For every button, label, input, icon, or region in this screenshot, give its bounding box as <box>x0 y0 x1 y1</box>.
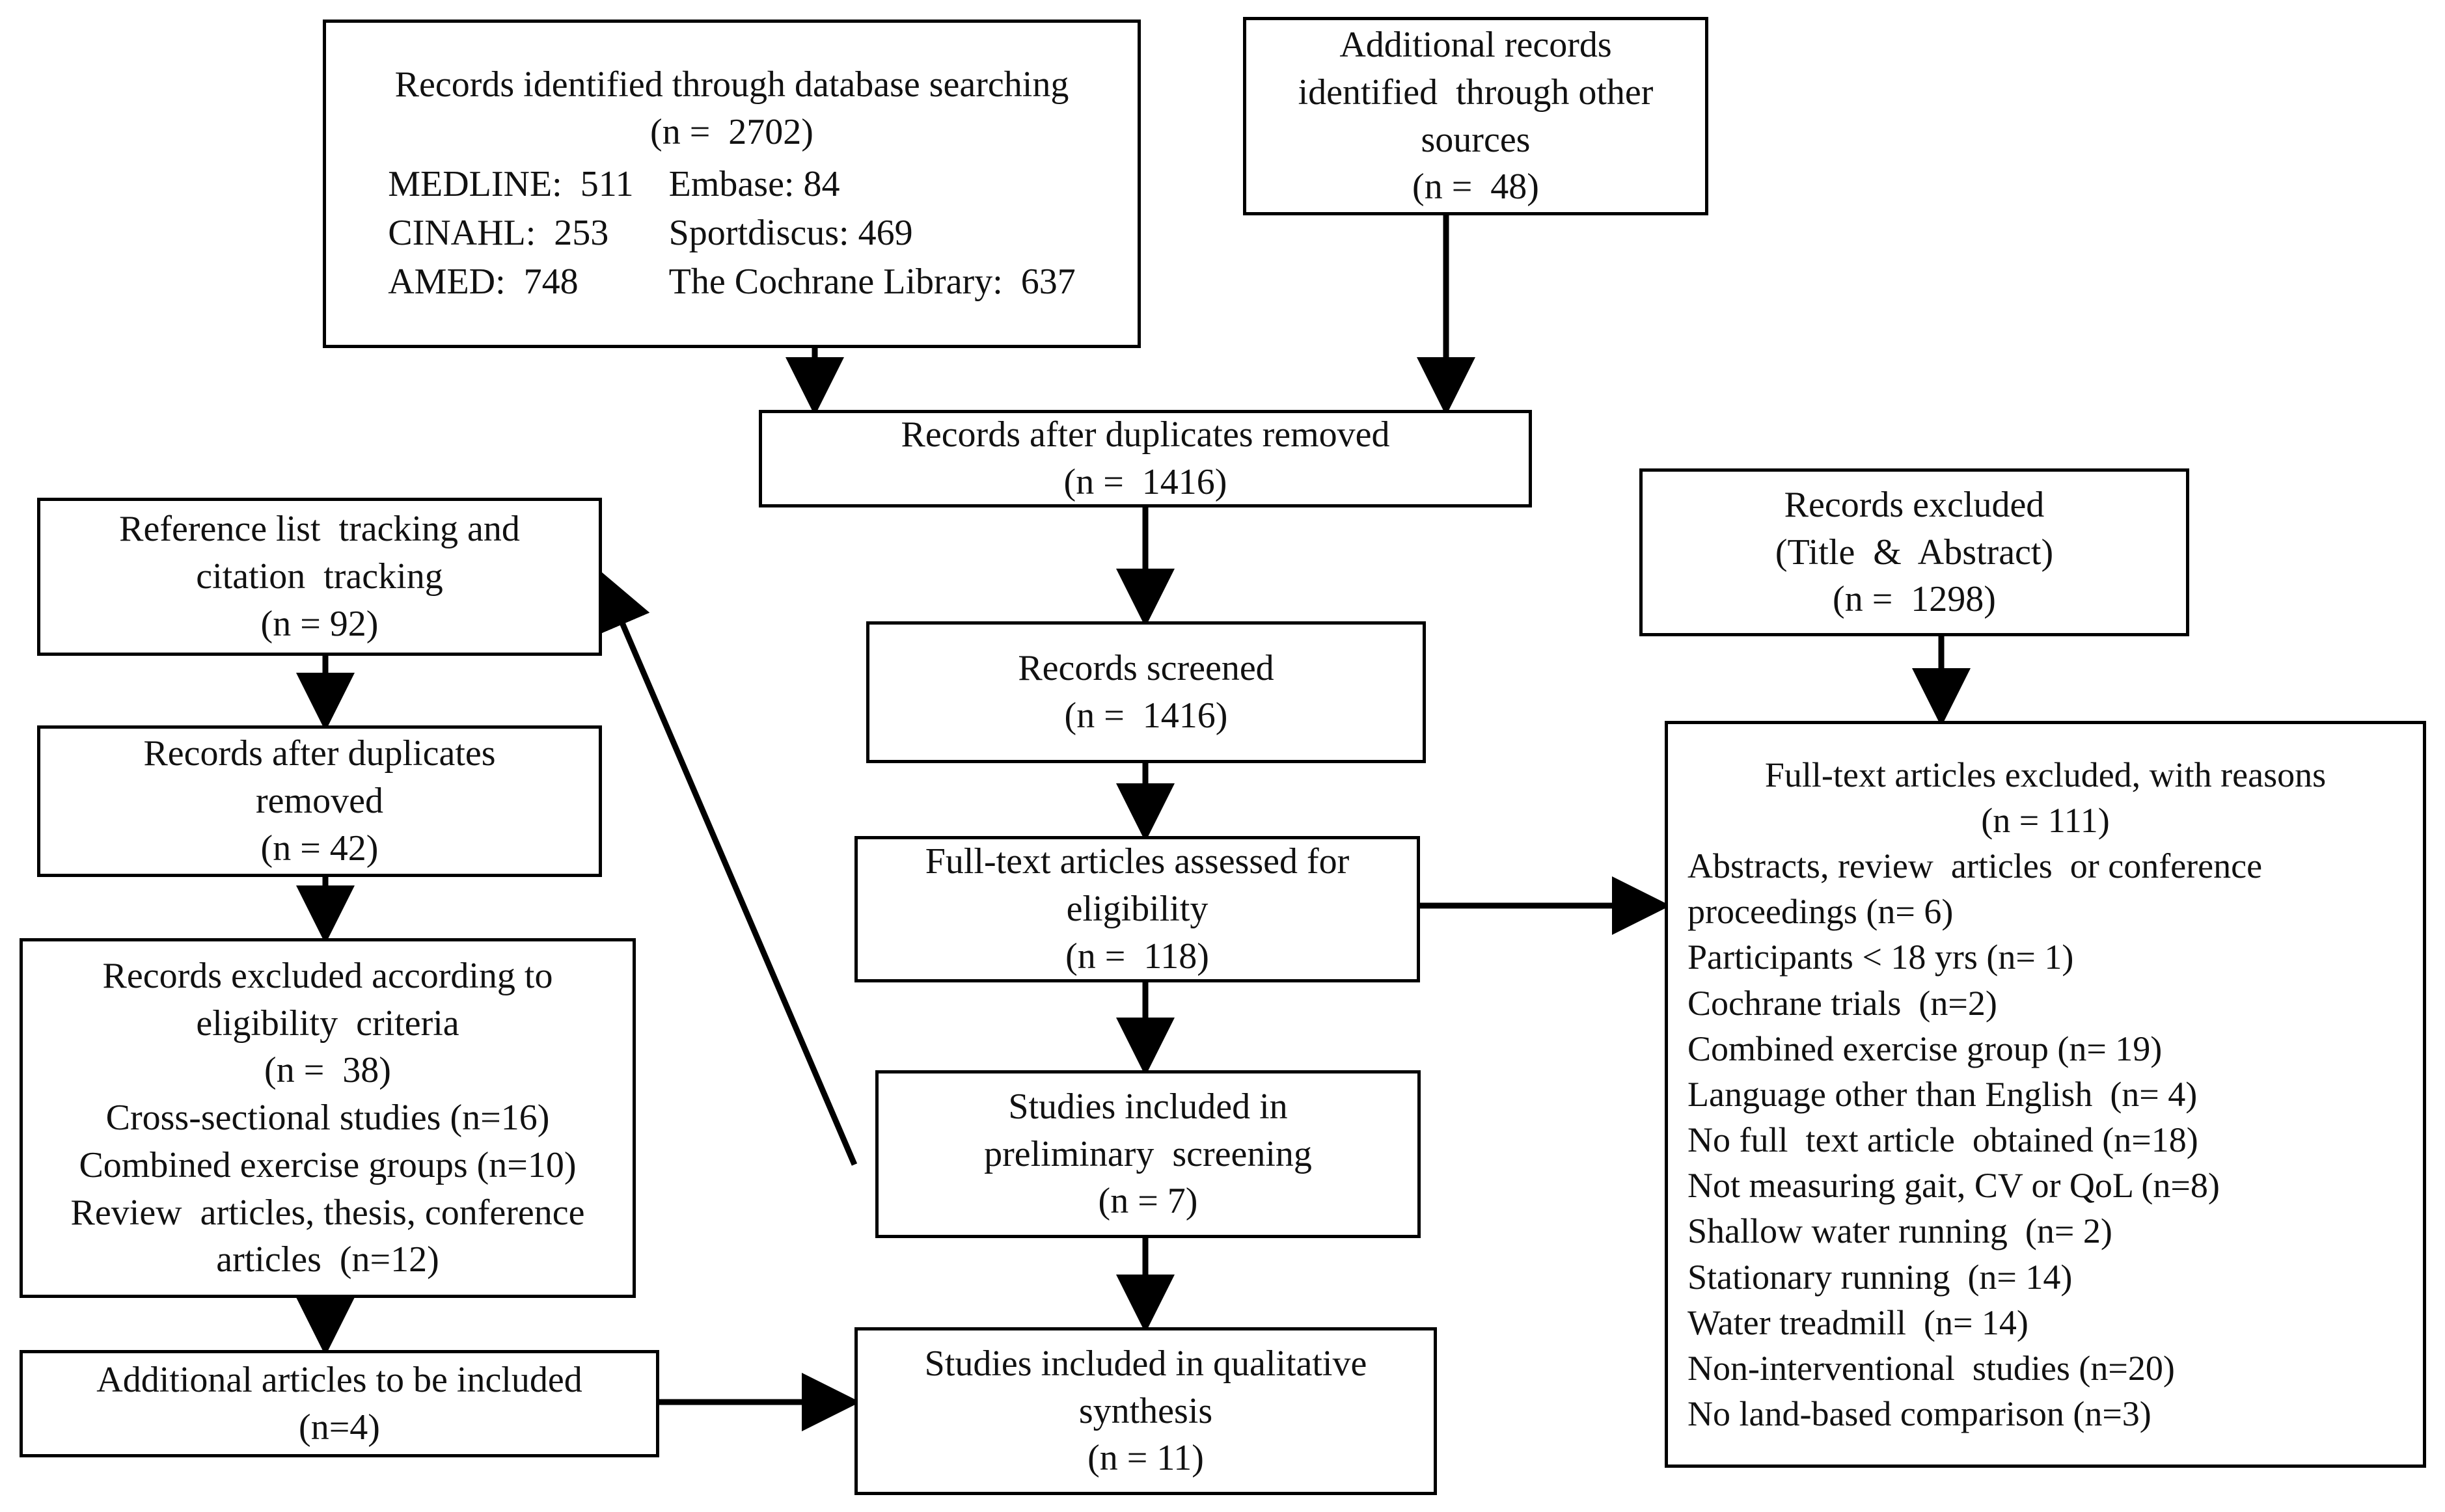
fulltext-excluded-reason-6: Language other than English (n= 4) <box>1687 1074 2198 1114</box>
database-amed: AMED: 748 <box>388 261 579 302</box>
preliminary-count: (n = 7) <box>1098 1181 1198 1222</box>
box-additional-records-other-sources: Additional records identified through ot… <box>1243 17 1708 215</box>
box-studies-preliminary-screening: Studies included in preliminary screenin… <box>875 1070 1421 1238</box>
other-sources-line1: Additional records <box>1339 24 1612 65</box>
excl-elig-line1: Records excluded according to <box>102 955 553 996</box>
database-search-count: (n = 2702) <box>650 111 813 152</box>
reftrack-line1: Reference list tracking and <box>119 509 520 550</box>
preliminary-line1: Studies included in <box>1008 1086 1288 1127</box>
fulltext-excluded-reason-7: No full text article obtained (n=18) <box>1687 1120 2198 1160</box>
box-fulltext-articles-excluded-reasons: Full-text articles excluded, with reason… <box>1665 721 2426 1468</box>
records-screened-title: Records screened <box>1018 648 1274 689</box>
excl-elig-count: (n = 38) <box>264 1050 391 1091</box>
fulltext-excluded-count: (n = 111) <box>1981 800 2110 840</box>
preliminary-line2: preliminary screening <box>984 1133 1312 1174</box>
synthesis-line1: Studies included in qualitative <box>924 1343 1367 1384</box>
excl-elig-line2: eligibility criteria <box>196 1003 459 1044</box>
fulltext-excluded-reason-3: Participants < 18 yrs (n= 1) <box>1687 938 2074 977</box>
box-records-after-duplicates-removed-left: Records after duplicates removed (n = 42… <box>37 725 602 877</box>
box-studies-qualitative-synthesis: Studies included in qualitative synthesi… <box>854 1327 1437 1495</box>
box-fulltext-assessed-eligibility: Full-text articles assessed for eligibil… <box>854 836 1420 982</box>
synthesis-line2: synthesis <box>1078 1390 1213 1431</box>
fulltext-excluded-reason-2: proceedings (n= 6) <box>1687 892 1954 932</box>
database-medline: MEDLINE: 511 <box>388 163 634 204</box>
fulltext-assessed-count: (n = 118) <box>1065 936 1209 977</box>
fulltext-excluded-reason-12: Non-interventional studies (n=20) <box>1687 1349 2175 1388</box>
arrow-preliminary-to-reftrack <box>595 570 858 1166</box>
box-records-identified-database: Records identified through database sear… <box>323 20 1141 348</box>
fulltext-excluded-title: Full-text articles excluded, with reason… <box>1764 755 2327 794</box>
excl-elig-reason-3: Review articles, thesis, conference <box>70 1192 585 1233</box>
title-abstract-line2: (Title & Abstract) <box>1775 532 2054 573</box>
fulltext-excluded-reason-8: Not measuring gait, CV or QoL (n=8) <box>1687 1166 2220 1206</box>
fulltext-excluded-reason-1: Abstracts, review articles or conference <box>1687 846 2263 885</box>
title-abstract-count: (n = 1298) <box>1833 579 1996 620</box>
dedup-left-line1: Records after duplicates <box>143 733 496 774</box>
dedup-left-count: (n = 42) <box>260 828 379 869</box>
fulltext-excluded-reason-11: Water treadmill (n= 14) <box>1687 1303 2028 1342</box>
database-search-title: Records identified through database sear… <box>394 64 1069 105</box>
other-sources-count: (n = 48) <box>1412 167 1539 208</box>
records-screened-count: (n = 1416) <box>1064 695 1228 736</box>
title-abstract-line1: Records excluded <box>1784 484 2045 525</box>
other-sources-line3: sources <box>1421 119 1531 160</box>
reftrack-count: (n = 92) <box>260 603 379 644</box>
box-records-excluded-eligibility: Records excluded according to eligibilit… <box>20 938 636 1298</box>
fulltext-excluded-reason-13: No land-based comparison (n=3) <box>1687 1394 2151 1434</box>
database-cochrane-library: The Cochrane Library: 637 <box>668 261 1076 302</box>
synthesis-count: (n = 11) <box>1087 1438 1204 1479</box>
dedup-main-count: (n = 1416) <box>1063 462 1227 502</box>
other-sources-line2: identified through other <box>1298 72 1654 113</box>
box-records-screened: Records screened (n = 1416) <box>866 621 1426 763</box>
database-sportdiscus: Sportdiscus: 469 <box>668 212 913 253</box>
database-cinahl: CINAHL: 253 <box>388 212 609 253</box>
fulltext-assessed-line2: eligibility <box>1066 889 1209 930</box>
excl-elig-reason-4: articles (n=12) <box>216 1239 439 1280</box>
box-reference-list-tracking: Reference list tracking and citation tra… <box>37 498 602 656</box>
fulltext-excluded-reason-9: Shallow water running (n= 2) <box>1687 1211 2112 1251</box>
fulltext-excluded-reason-4: Cochrane trials (n=2) <box>1687 983 1997 1023</box>
dedup-left-line2: removed <box>256 781 383 822</box>
database-embase: Embase: 84 <box>668 163 840 204</box>
additional-articles-title: Additional articles to be included <box>96 1359 582 1400</box>
reftrack-line2: citation tracking <box>196 556 443 597</box>
additional-articles-count: (n=4) <box>299 1407 380 1448</box>
box-additional-articles-included: Additional articles to be included (n=4) <box>20 1350 659 1457</box>
fulltext-assessed-line1: Full-text articles assessed for <box>925 841 1350 882</box>
dedup-main-title: Records after duplicates removed <box>901 414 1390 455</box>
database-breakdown-grid: MEDLINE: 511 Embase: 84 CINAHL: 253 Spor… <box>336 160 1127 306</box>
excl-elig-reason-2: Combined exercise groups (n=10) <box>79 1144 577 1185</box>
excl-elig-reason-1: Cross-sectional studies (n=16) <box>105 1098 550 1139</box>
box-records-after-duplicates-removed: Records after duplicates removed (n = 14… <box>759 410 1532 507</box>
fulltext-excluded-reason-5: Combined exercise group (n= 19) <box>1687 1029 2163 1068</box>
fulltext-excluded-reason-10: Stationary running (n= 14) <box>1687 1257 2073 1297</box>
box-records-excluded-title-abstract: Records excluded (Title & Abstract) (n =… <box>1639 468 2189 636</box>
